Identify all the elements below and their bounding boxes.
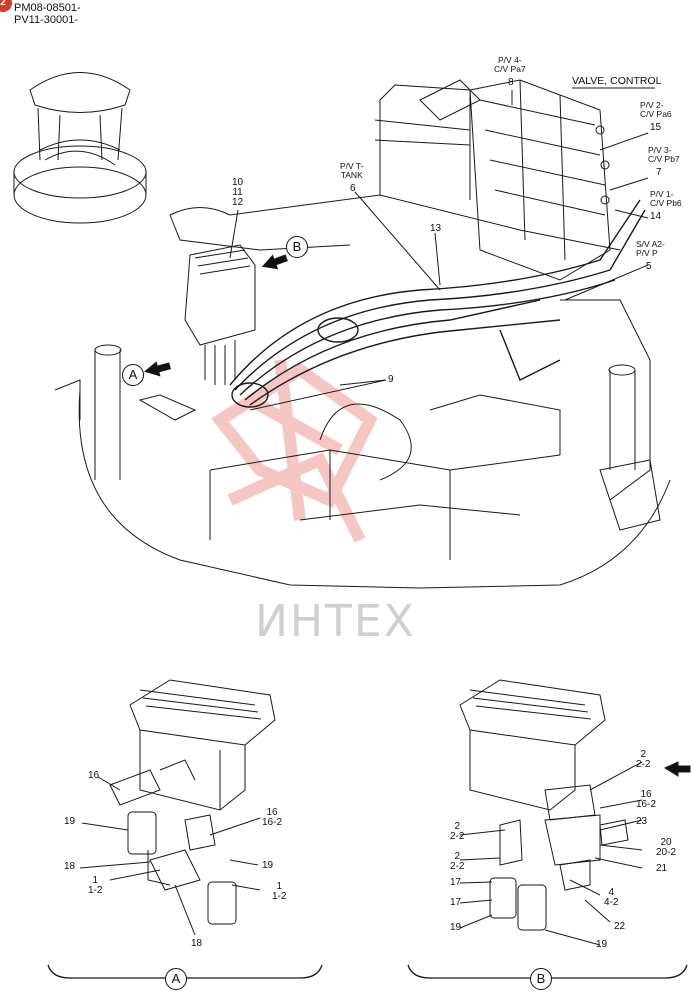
a-label-18-bottom: 18 [191, 938, 203, 949]
b-label-21: 21 [656, 863, 668, 874]
cab-inset [13, 72, 147, 224]
label-14: 14 [650, 211, 662, 222]
b-label-17-bottom: 17 [450, 897, 462, 908]
label-8: 8 [508, 77, 514, 88]
header-badge: 2 [0, 0, 12, 12]
serial-code-1: PM08-08501- [14, 2, 81, 14]
label-9: 9 [388, 374, 394, 385]
b-label-2-low: 2 2-2 [450, 851, 465, 872]
label-sva2: S/V A2- P/V P [636, 239, 665, 258]
label-13: 13 [430, 223, 442, 234]
b-label-17-top: 17 [450, 877, 462, 888]
label-pvt: P/V T- TANK [340, 161, 364, 180]
a-label-1-right: 1 1-2 [272, 881, 287, 902]
watermark-text: ИНТЕХ [255, 596, 416, 647]
upper-frame [54, 79, 671, 589]
label-5: 5 [646, 261, 652, 272]
label-10-11-12: 10 11 12 [232, 177, 244, 208]
pilot-valve-main [184, 244, 256, 385]
view-tag-b: B [286, 236, 308, 258]
watermark-logo [211, 359, 378, 543]
a-label-16-right: 16 16-2 [262, 807, 283, 828]
view-tag-a: A [122, 364, 144, 386]
detail-a-drawing [47, 679, 323, 979]
leader-lines [229, 87, 655, 411]
b-label-23: 23 [636, 816, 648, 827]
a-label-19-right: 19 [262, 860, 274, 871]
a-label-18-left: 18 [64, 861, 76, 872]
b-label-20: 20 20-2 [656, 837, 677, 858]
a-label-1-left: 1 1-2 [88, 875, 103, 896]
serial-code-2: PV11-30001- [14, 14, 79, 26]
b-label-19-left: 19 [450, 922, 462, 933]
b-label-2-top: 2 2-2 [636, 749, 651, 770]
b-label-16: 16 16-2 [636, 789, 657, 810]
b-label-22: 22 [614, 921, 626, 932]
label-pv3: P/V 3- C/V Pb7 [648, 145, 680, 164]
control-valve-block [469, 79, 611, 281]
label-pv2: P/V 2- C/V Pa6 [640, 100, 672, 119]
label-15: 15 [650, 122, 662, 133]
b-label-2-mid: 2 2-2 [450, 821, 465, 842]
label-valve-control: VALVE, CONTROL [572, 75, 662, 87]
detail-a-tag: A [165, 968, 187, 990]
hose-bundle [229, 199, 646, 408]
label-pv1: P/V 1- C/V Pb6 [650, 189, 682, 208]
label-6: 6 [350, 183, 356, 194]
b-label-19-right: 19 [596, 939, 608, 950]
label-pv4: P/V 4- C/V Pa7 [494, 55, 526, 74]
label-7: 7 [656, 167, 662, 178]
detail-b-tag: B [530, 968, 552, 990]
a-label-19-left: 19 [64, 816, 76, 827]
a-label-16: 16 [88, 770, 100, 781]
view-arrows [144, 254, 288, 377]
b-label-4: 4 4-2 [604, 887, 619, 908]
